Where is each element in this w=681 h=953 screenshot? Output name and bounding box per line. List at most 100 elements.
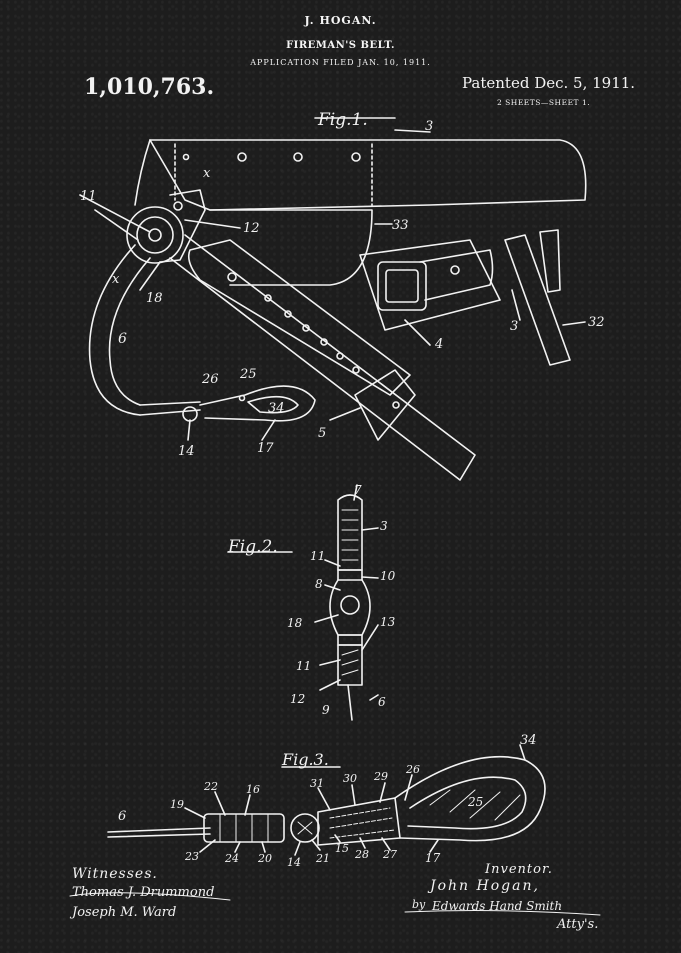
belt-eyelet	[351, 152, 361, 162]
hook-swivel	[290, 813, 320, 843]
fig3-label: Fig.3.	[281, 750, 329, 769]
section-top	[337, 494, 363, 571]
belt-band-outline	[149, 139, 587, 211]
section-hatch	[341, 509, 359, 561]
figure-3	[107, 744, 546, 856]
belt-left-edge	[134, 139, 151, 206]
ref-label: 5	[318, 426, 326, 441]
leader-line	[319, 659, 341, 666]
witness-signature-2: Joseph M. Ward	[72, 905, 177, 920]
ref-label: 19	[170, 798, 184, 811]
strap-hole	[320, 338, 328, 346]
application-filed: APPLICATION FILED JAN. 10, 1911.	[250, 58, 431, 67]
strap-hole	[227, 272, 237, 282]
leader-line	[324, 584, 341, 591]
leader-line	[319, 679, 341, 691]
leader-line	[351, 784, 356, 806]
strap-tongue	[539, 229, 561, 293]
leader-line	[214, 791, 226, 816]
ref-label: 20	[257, 852, 272, 865]
ref-label: 34	[520, 733, 537, 748]
ref-label: 15	[335, 842, 349, 855]
ref-label: 25	[467, 795, 483, 809]
leg-strap	[88, 244, 141, 416]
ref-label: 3	[510, 319, 518, 334]
ref-label: 18	[146, 291, 163, 306]
ref-label: 32	[588, 315, 605, 330]
hook-strap	[107, 827, 211, 833]
ref-label: 3	[425, 119, 433, 134]
leader-line	[311, 839, 321, 851]
hook-body	[199, 385, 316, 422]
leader-line	[394, 129, 431, 133]
strap-rivet	[392, 401, 400, 409]
ref-label: x	[203, 166, 211, 181]
hook-eye	[182, 406, 198, 422]
ring-bracket	[159, 189, 206, 263]
leader-line	[184, 807, 206, 819]
ref-label: 6	[118, 331, 127, 347]
leader-line	[324, 559, 341, 567]
strap-hole	[336, 352, 344, 360]
figure-1	[79, 117, 587, 481]
ref-label: 12	[243, 221, 260, 236]
buckle-frame	[377, 261, 427, 311]
hook-hatching	[429, 789, 521, 821]
leader-line	[353, 484, 358, 501]
leader-line	[294, 841, 301, 856]
by-label: by	[412, 898, 426, 911]
hook-strap-2	[107, 833, 211, 838]
witness-signature-1: Thomas J. Drummond	[72, 885, 215, 900]
leader-line	[429, 839, 439, 853]
ref-label: 11	[80, 189, 97, 204]
ref-label: 33	[392, 218, 409, 233]
buckle-rivet	[450, 265, 460, 275]
leader-line	[79, 194, 151, 233]
barrel-spring	[329, 807, 396, 839]
hook-opening	[247, 395, 299, 414]
leader-line	[234, 841, 241, 853]
hook-pin	[238, 394, 246, 402]
hook-loop-outer	[394, 755, 546, 842]
leader-line	[199, 839, 216, 853]
ref-label: 22	[203, 780, 218, 793]
ref-label: 3	[380, 519, 388, 533]
strap-hole	[352, 366, 360, 374]
ref-label: 16	[246, 783, 260, 796]
leader-line	[511, 289, 521, 321]
ref-label: 24	[224, 852, 239, 865]
ref-label: x	[112, 272, 120, 287]
patent-title: FIREMAN'S BELT.	[286, 40, 395, 51]
ref-label: 6	[118, 809, 126, 824]
leg-strap-inner	[108, 257, 151, 406]
section-rivet	[340, 595, 360, 615]
leader-line	[381, 837, 391, 851]
strap-end	[504, 234, 571, 366]
sheet-count: 2 SHEETS—SHEET 1.	[497, 98, 591, 107]
ref-label: 26	[405, 763, 420, 776]
leader-line	[94, 209, 139, 241]
ref-label: 31	[310, 777, 324, 790]
buckle-plate	[359, 239, 501, 331]
ref-label: 18	[287, 616, 303, 630]
strap-hole	[264, 294, 272, 302]
ref-label: 29	[373, 770, 388, 783]
ref-label: 6	[378, 695, 386, 709]
ref-label: 30	[343, 772, 357, 785]
section-strap	[347, 684, 353, 721]
belt-eyelet	[182, 153, 190, 161]
attorneys-label: Atty's.	[557, 917, 599, 932]
leader-line	[369, 694, 379, 701]
fig1-label: Fig.1.	[317, 110, 368, 130]
pocket-flap	[209, 209, 373, 286]
buckle-strap	[419, 249, 494, 301]
leader-line	[314, 614, 339, 623]
ref-label: 13	[380, 615, 396, 629]
sleeve-divisions	[219, 813, 269, 843]
ref-label: 14	[287, 856, 301, 869]
leader-line	[562, 321, 586, 326]
leader-line	[329, 407, 361, 421]
figure-2	[227, 484, 379, 721]
leader-line	[184, 219, 241, 229]
